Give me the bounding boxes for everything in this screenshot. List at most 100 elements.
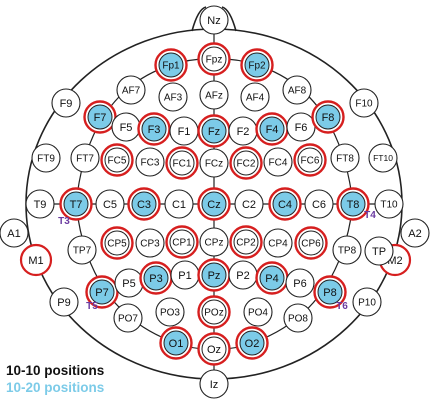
electrode-label: TP8 xyxy=(338,246,357,257)
electrode-cp3: CP3 xyxy=(135,228,165,258)
electrode-label: AFz xyxy=(205,91,223,102)
electrode-inner xyxy=(233,229,259,255)
electrode-fill xyxy=(259,265,285,291)
electrode-label: PO3 xyxy=(160,308,180,319)
electrode-iz: Iz xyxy=(199,369,229,399)
electrode-p10: P10 xyxy=(352,287,382,317)
electrode-f2: F2 xyxy=(228,116,258,146)
electrode-p7: P7 xyxy=(85,275,119,309)
electrode-label: P1 xyxy=(178,270,191,282)
electrode-circle xyxy=(263,228,293,258)
electrode-label: M1 xyxy=(28,255,43,267)
electrode-label: Oz xyxy=(207,344,221,356)
electrode-label: F2 xyxy=(237,126,250,138)
electrode-label: CPz xyxy=(205,238,224,249)
electrode-inner xyxy=(201,336,227,362)
electrode-po3: PO3 xyxy=(155,297,185,327)
electrode-label: F10 xyxy=(355,99,373,110)
electrode-fz: Fz xyxy=(197,114,231,148)
electrode-po4: PO4 xyxy=(243,297,273,327)
electrode-label: Fp1 xyxy=(162,61,180,72)
electrode-fc1: FC1 xyxy=(165,146,199,180)
electrode-fill xyxy=(244,52,270,78)
electrode-afz: AFz xyxy=(199,80,229,110)
electrode-label: Nz xyxy=(207,15,220,27)
electrode-c6: C6 xyxy=(304,189,334,219)
electrode-circle xyxy=(95,189,125,219)
electrode-label: FC1 xyxy=(173,159,192,170)
electrode-c1: C1 xyxy=(164,189,194,219)
electrode-c3: C3 xyxy=(127,187,161,221)
electrode-label: F1 xyxy=(178,126,191,138)
electrode-p1: P1 xyxy=(170,260,200,290)
electrode-label: FC5 xyxy=(108,156,127,167)
electrode-circle xyxy=(164,189,194,219)
electrode-circle xyxy=(332,235,362,265)
electrode-circle xyxy=(199,148,229,178)
electrode-fc6: FC6 xyxy=(293,143,327,177)
electrode-af7: AF7 xyxy=(116,75,146,105)
electrode-po7: PO7 xyxy=(113,303,143,333)
electrode-label: CP5 xyxy=(107,239,127,250)
electrode-fill xyxy=(141,116,167,142)
electrode-label: T10 xyxy=(380,200,398,211)
electrode-cp1: CP1 xyxy=(165,225,199,259)
electrode-ft9: FT9 xyxy=(31,143,61,173)
electrode-label: C6 xyxy=(312,199,326,211)
electrode-fc3: FC3 xyxy=(135,147,165,177)
electrode-inner xyxy=(233,150,259,176)
electrode-fc5: FC5 xyxy=(100,143,134,177)
electrode-label: CP4 xyxy=(268,239,288,250)
electrode-af8: AF8 xyxy=(282,75,312,105)
electrode-fill xyxy=(131,191,157,217)
electrode-label: FC2 xyxy=(237,159,256,170)
electrode-af3: AF3 xyxy=(158,82,188,112)
electrode-f8: F8 xyxy=(311,100,345,134)
electrode-circle xyxy=(243,297,273,327)
electrode-label: FC4 xyxy=(269,158,288,169)
electrode-fill xyxy=(317,279,343,305)
electrode-inner xyxy=(169,150,195,176)
electrode-label: AF3 xyxy=(164,93,183,104)
electrode-label: Iz xyxy=(210,379,219,391)
electrode-label: AF4 xyxy=(246,93,265,104)
electrode-fill xyxy=(315,104,341,130)
electrode-fill xyxy=(201,262,227,288)
electrode-label: FC6 xyxy=(301,156,320,167)
electrode-t7: T7 xyxy=(59,187,93,221)
electrode-label: O1 xyxy=(169,338,184,350)
legend-10-10-positions: 10-10 positions xyxy=(6,363,105,378)
electrode-circle xyxy=(0,218,29,248)
old-name-t5: T5 xyxy=(86,301,98,312)
electrode-circle xyxy=(199,369,229,399)
electrode-label: P7 xyxy=(95,287,108,299)
electrode-cp5: CP5 xyxy=(100,226,134,260)
electrode-inner xyxy=(104,230,130,256)
electrode-circle xyxy=(70,143,100,173)
electrode-cp4: CP4 xyxy=(263,228,293,258)
electrode-circle xyxy=(51,88,81,118)
electrode-p8: P8 xyxy=(313,275,347,309)
electrode-f6: F6 xyxy=(286,112,316,142)
electrode-label: CP2 xyxy=(236,238,256,249)
electrode-p4: P4 xyxy=(255,261,289,295)
electrode-circle xyxy=(349,88,379,118)
electrode-circle xyxy=(113,303,143,333)
electrode-label: F7 xyxy=(94,112,107,124)
electrode-circle xyxy=(199,227,229,257)
electrode-label: POz xyxy=(204,308,223,319)
electrode-inner xyxy=(169,229,195,255)
electrode-tp8: TP8 xyxy=(332,235,362,265)
electrode-label: T9 xyxy=(34,199,47,211)
electrode-label: AF7 xyxy=(122,86,141,97)
electrode-label: F6 xyxy=(295,122,308,134)
electrode-cz: Cz xyxy=(197,187,231,221)
electrode-cpz: CPz xyxy=(199,227,229,257)
electrode-circle xyxy=(364,236,394,266)
electrode-label: F5 xyxy=(120,122,133,134)
electrode-label: FT8 xyxy=(336,154,354,165)
electrode-fill xyxy=(158,52,184,78)
electrode-label: FCz xyxy=(205,159,223,170)
